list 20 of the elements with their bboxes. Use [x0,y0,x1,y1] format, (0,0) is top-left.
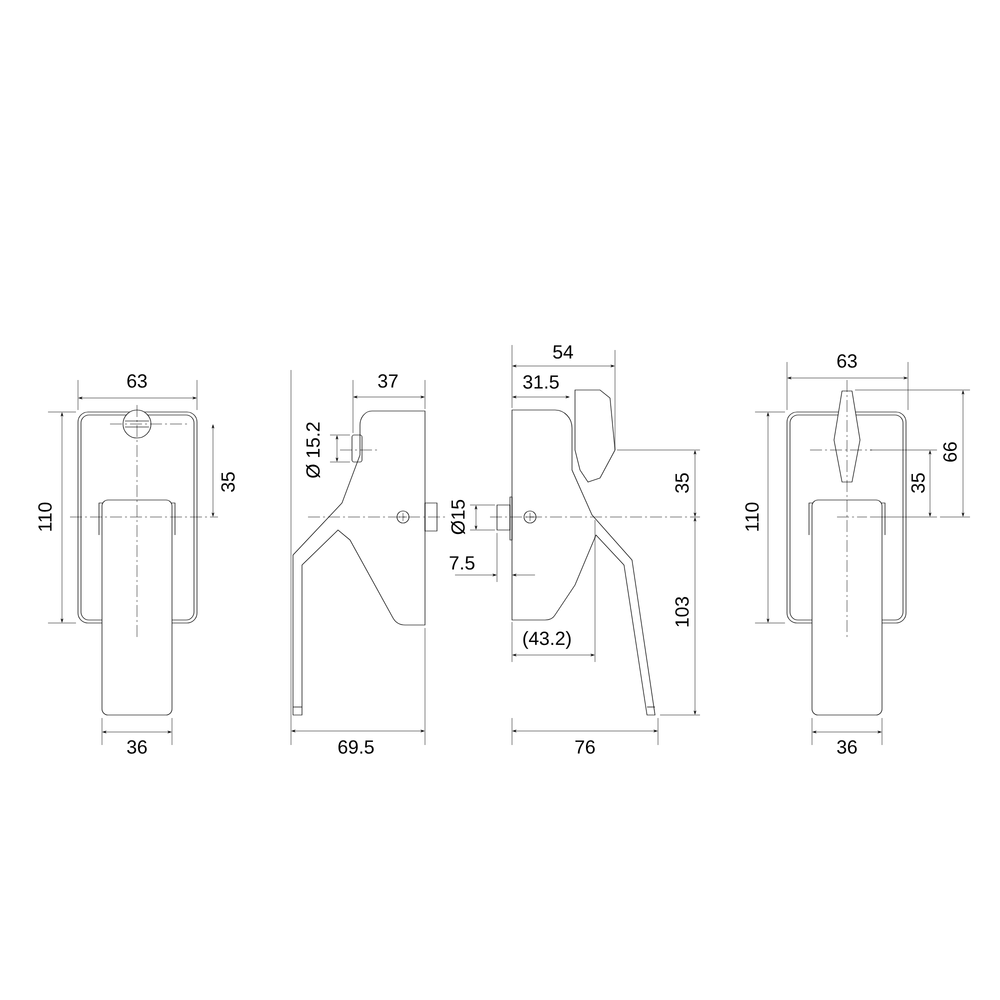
dimension-label: 7.5 [450,556,474,570]
dimension-label: 69.5 [338,740,374,754]
dimension-label: 110 [745,502,759,531]
dimension-label: 31.5 [523,375,559,389]
dimension-label: 36 [837,740,857,754]
dimension-label: 37 [378,374,398,388]
dimension-label: 35 [675,473,689,493]
dimension-label: 103 [675,597,689,626]
dimension-label: Ø15 [450,500,466,534]
dimension-label: 110 [38,502,52,531]
dimension-label: (43.2) [523,631,571,649]
dimension-label: 35 [911,473,925,493]
dimension-label: 66 [943,442,957,462]
dimension-label: 76 [575,740,595,754]
dimension-label: Ø 15.2 [306,422,320,478]
dimension-label: 63 [837,354,857,368]
dimension-label: 35 [221,472,235,492]
dimension-label: 36 [127,740,147,754]
dimension-label: 54 [553,345,573,359]
dimension-label: 63 [127,374,147,388]
